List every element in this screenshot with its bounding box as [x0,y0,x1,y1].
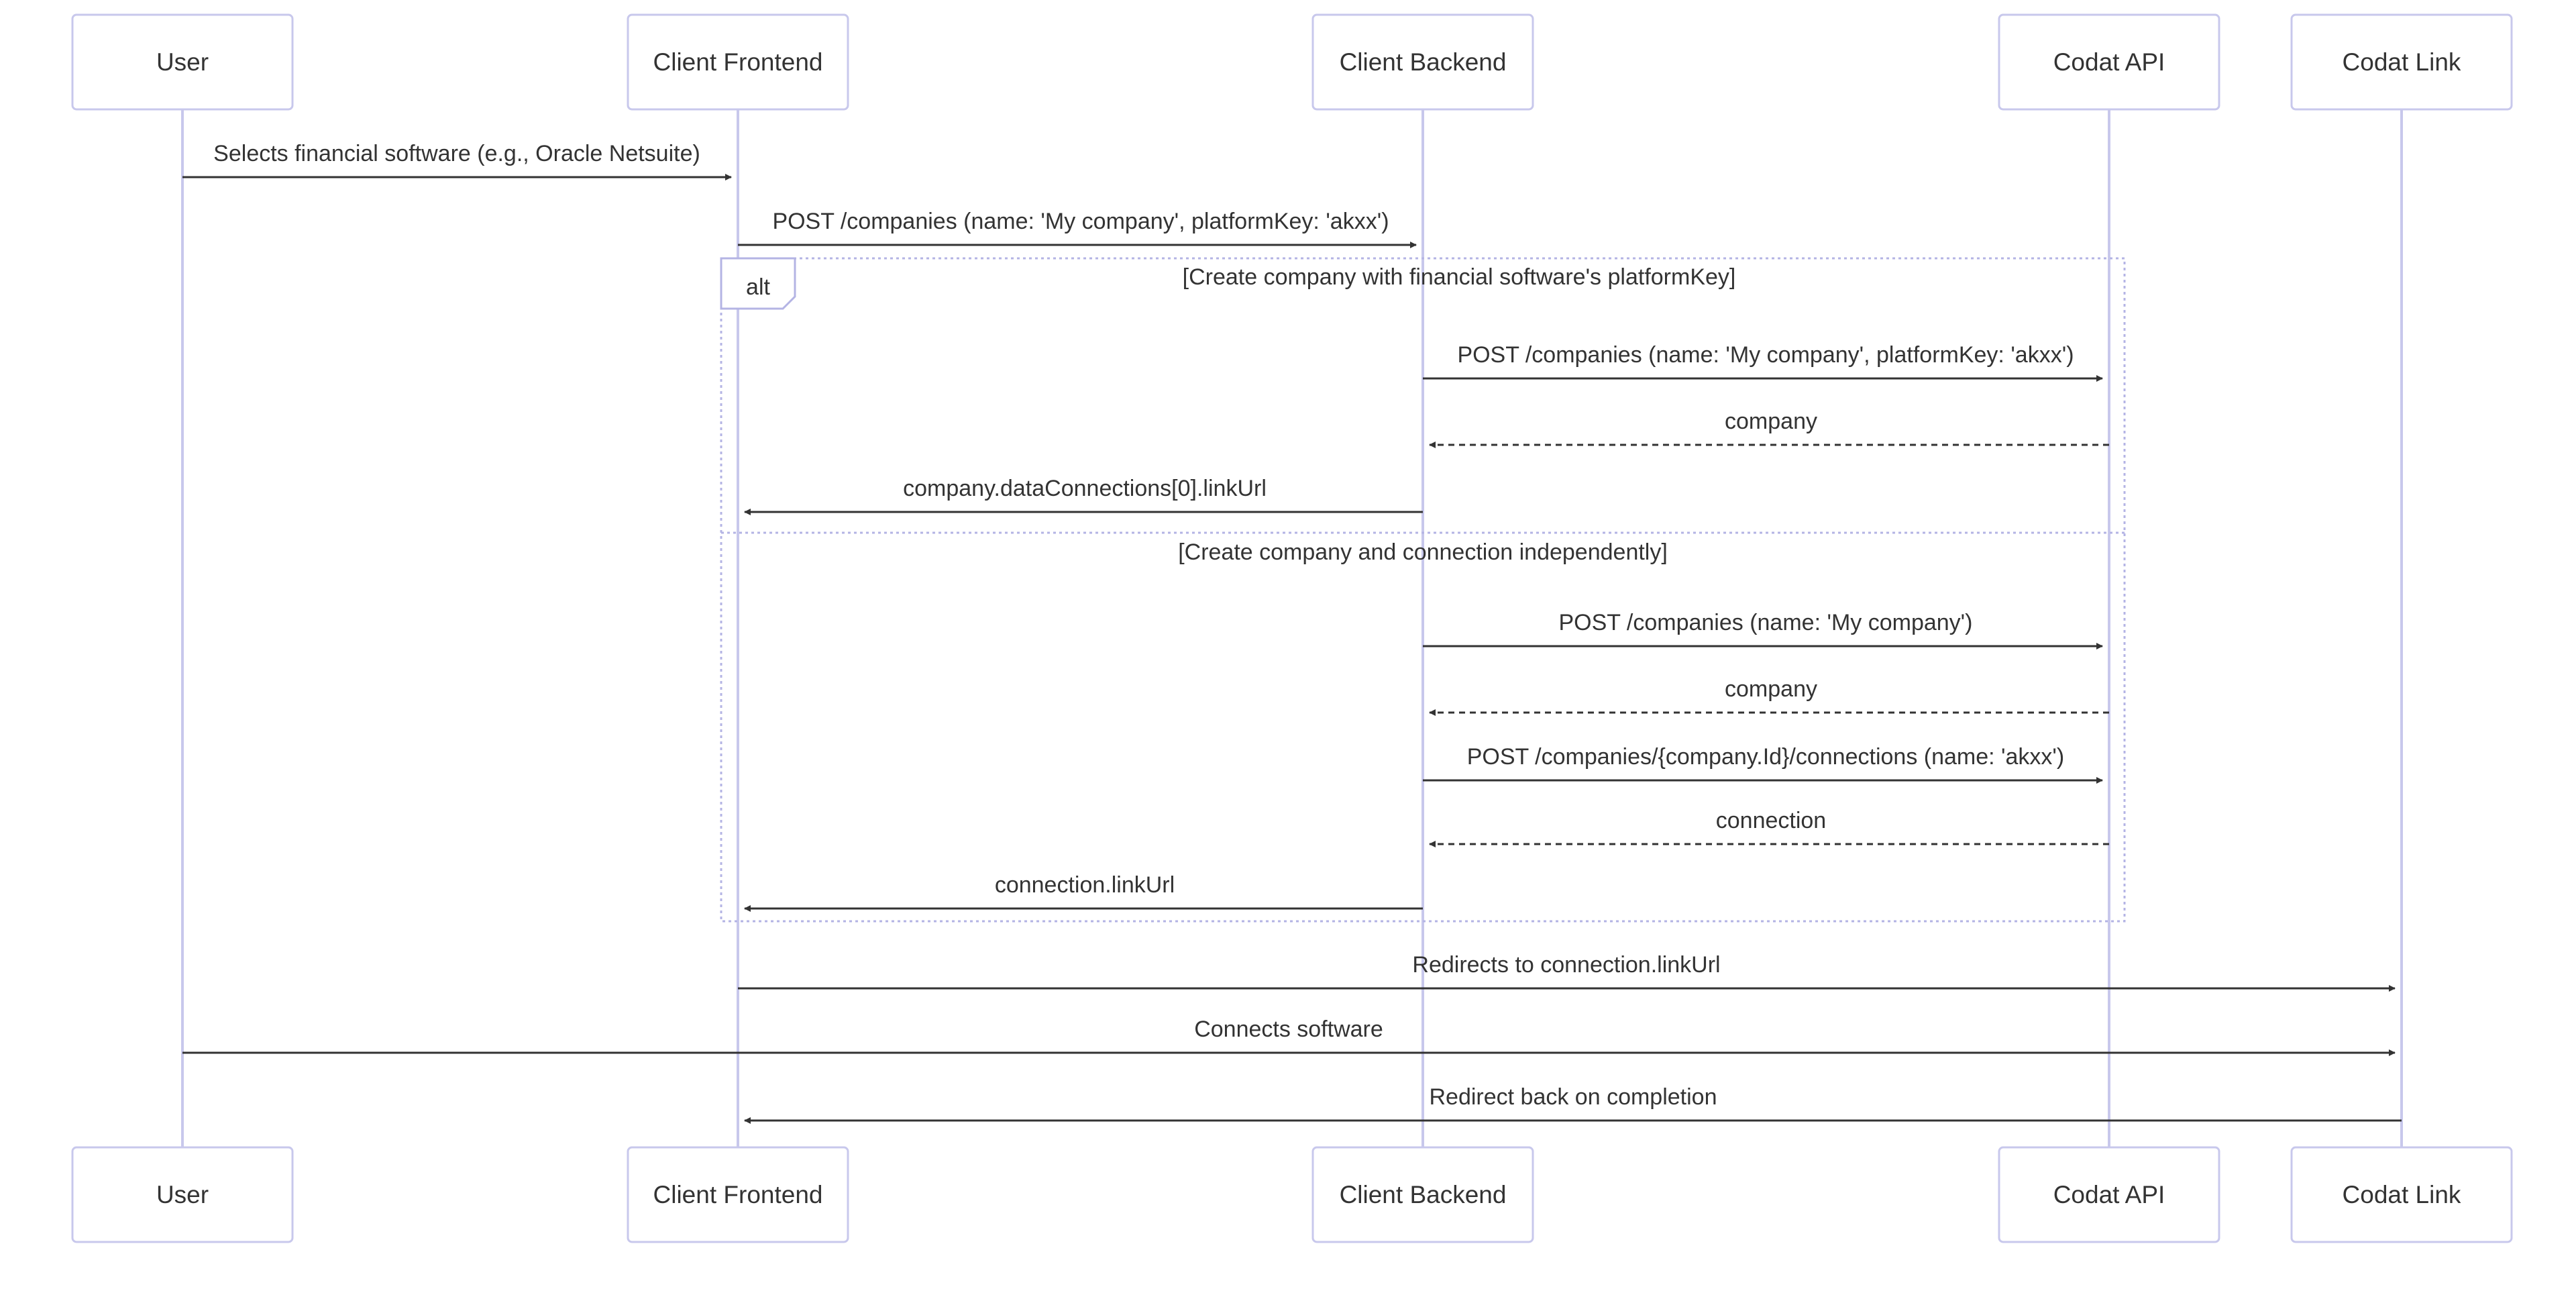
actor-box [71,1146,294,1243]
actor-client-backend-bottom: Client Backend [1311,1146,1534,1243]
message-post-connections: POST /companies/{company.Id}/connections… [1423,744,2103,784]
message-company-return-1: company [1429,409,2109,448]
alt-condition-2: [Create company and connection independe… [1178,539,1668,565]
actor-label: Codat Link [2343,1181,2461,1208]
actor-label: Client Backend [1340,48,1507,76]
actor-box [2290,1146,2513,1243]
actor-client-backend-top: Client Backend [1311,13,1534,111]
actor-label: Codat API [2053,1181,2165,1208]
message-connection-link-url: connection.linkUrl [744,872,1423,912]
message-label: Connects software [1194,1017,1383,1042]
actor-box [1998,1146,2220,1243]
message-company-return-2: company [1429,676,2109,716]
alt-tab [720,257,796,310]
message-label: connection.linkUrl [995,872,1175,898]
message-label: company [1725,409,1817,434]
message-post-companies-platformkey: POST /companies (name: 'My company', pla… [1423,342,2103,382]
message-label: Redirect back on completion [1429,1084,1717,1110]
message-redirect-back: Redirect back on completion [744,1084,2402,1124]
message-connection-return: connection [1429,808,2109,847]
message-post-companies-frontend: POST /companies (name: 'My company', pla… [738,209,1417,248]
actor-codat-api-top: Codat API [1998,13,2220,111]
messages: Selects financial software (e.g., Oracle… [182,141,2402,1124]
actor-box [71,13,294,111]
message-redirect-to-link: Redirects to connection.linkUrl [738,952,2396,992]
actor-box [627,13,849,111]
actor-label: User [156,1181,209,1208]
actor-box [1311,13,1534,111]
actor-codat-link-top: Codat Link [2290,13,2513,111]
message-label: company [1725,676,1817,702]
actor-user-top: User [71,13,294,111]
alt-keyword: alt [746,274,770,300]
actor-label: Client Backend [1340,1181,1507,1208]
actor-codat-link-bottom: Codat Link [2290,1146,2513,1243]
actor-label: Client Frontend [653,48,823,76]
actor-codat-api-bottom: Codat API [1998,1146,2220,1243]
message-link-url-return: company.dataConnections[0].linkUrl [744,476,1423,515]
message-label: company.dataConnections[0].linkUrl [903,476,1267,501]
actor-user-bottom: User [71,1146,294,1243]
actor-label: User [156,48,209,76]
alt-condition-1: [Create company with financial software'… [1183,264,1736,290]
message-label: POST /companies (name: 'My company') [1558,610,1972,635]
message-label: POST /companies (name: 'My company', pla… [772,209,1389,234]
actor-client-frontend-top: Client Frontend [627,13,849,111]
message-connects-software: Connects software [182,1017,2396,1056]
message-select-software: Selects financial software (e.g., Oracle… [182,141,732,180]
actor-box [1311,1146,1534,1243]
alt-block: alt [Create company with financial softw… [720,257,2126,923]
actor-box [627,1146,849,1243]
message-post-companies-name: POST /companies (name: 'My company') [1423,610,2103,650]
message-label: connection [1716,808,1826,833]
actor-client-frontend-bottom: Client Frontend [627,1146,849,1243]
message-label: Selects financial software (e.g., Oracle… [213,141,700,166]
actor-box [1998,13,2220,111]
actor-box [2290,13,2513,111]
alt-frame [720,257,2126,923]
actor-label: Codat Link [2343,48,2461,76]
message-label: POST /companies/{company.Id}/connections… [1467,744,2065,770]
actor-label: Codat API [2053,48,2165,76]
actors-top: User Client Frontend Client Backend Coda… [71,13,2513,111]
actors-bottom: User Client Frontend Client Backend Coda… [71,1146,2513,1243]
message-label: POST /companies (name: 'My company', pla… [1457,342,2074,368]
message-label: Redirects to connection.linkUrl [1412,952,1720,978]
actor-label: Client Frontend [653,1181,823,1208]
